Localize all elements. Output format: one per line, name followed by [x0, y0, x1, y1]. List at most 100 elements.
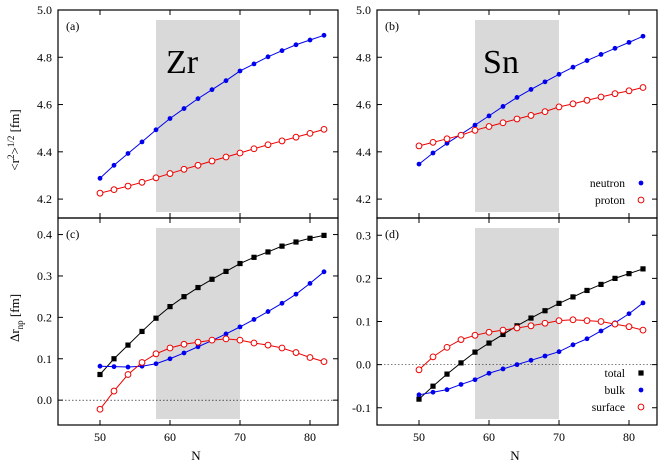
- data-point-total: [195, 284, 201, 291]
- data-point-proton: [415, 142, 423, 150]
- y-tick-label: 4.4: [356, 145, 371, 159]
- data-point-total: [472, 349, 478, 355]
- data-point-proton: [152, 174, 160, 182]
- data-point-neutron: [486, 113, 492, 119]
- data-point-surface: [429, 353, 437, 361]
- y-tick-label: 0.1: [356, 315, 371, 329]
- data-point-neutron: [167, 116, 173, 121]
- data-point-neutron: [265, 54, 271, 60]
- data-point-total: [542, 308, 548, 314]
- data-point-bulk: [514, 362, 520, 368]
- data-point-surface: [443, 343, 451, 351]
- data-point-neutron: [598, 52, 604, 57]
- data-point-total: [430, 383, 436, 389]
- data-point-neutron: [251, 61, 257, 67]
- data-point-bulk: [430, 389, 436, 395]
- data-point-bulk: [486, 370, 492, 376]
- data-point-surface: [250, 339, 258, 347]
- y-tick-label: 5.0: [356, 3, 371, 17]
- y-axis-label-delta-rnp: Δrnp [fm]: [7, 294, 25, 342]
- y-tick-label: 4.8: [37, 50, 52, 64]
- shaded-region: [156, 20, 240, 212]
- data-point-bulk: [181, 350, 187, 356]
- data-point-neutron: [97, 175, 103, 181]
- data-point-neutron: [125, 151, 131, 156]
- x-tick-label: 60: [483, 430, 495, 444]
- data-point-proton: [541, 108, 549, 116]
- data-point-bulk: [195, 344, 201, 350]
- data-point-surface: [513, 324, 521, 332]
- data-point-proton: [457, 131, 465, 139]
- data-point-proton: [527, 112, 535, 119]
- data-point-neutron: [153, 127, 159, 133]
- y-tick-label: -0.1: [352, 401, 371, 415]
- data-point-proton: [485, 123, 493, 130]
- data-point-neutron: [321, 32, 327, 38]
- data-point-bulk: [640, 300, 646, 306]
- panel-label: (c): [66, 227, 79, 241]
- data-point-total: [570, 294, 576, 300]
- data-point-total: [237, 260, 243, 267]
- data-point-total: [321, 232, 327, 238]
- data-point-total: [111, 356, 117, 362]
- x-tick-label: 70: [553, 430, 565, 444]
- data-point-total: [528, 315, 534, 321]
- data-point-proton: [639, 84, 647, 91]
- y-tick-label: 4.6: [37, 98, 52, 112]
- data-point-proton: [597, 93, 605, 101]
- data-point-bulk: [472, 377, 478, 383]
- data-point-neutron: [626, 39, 632, 45]
- data-point-surface: [569, 316, 577, 324]
- data-point-total: [125, 342, 131, 348]
- panel-label: (b): [385, 19, 399, 33]
- data-point-total: [265, 249, 271, 255]
- data-point-surface: [292, 349, 300, 356]
- data-point-surface: [527, 322, 535, 330]
- data-point-bulk: [598, 328, 604, 334]
- y-tick-label: 4.2: [37, 192, 52, 206]
- data-point-surface: [264, 341, 272, 349]
- data-point-neutron: [416, 161, 422, 167]
- shaded-region: [156, 228, 240, 419]
- y-tick-label: 0.1: [37, 352, 52, 366]
- legend-marker-neutron: [638, 180, 644, 186]
- data-point-neutron: [209, 87, 215, 93]
- data-point-bulk: [570, 342, 576, 348]
- data-point-total: [181, 294, 187, 300]
- data-point-bulk: [500, 366, 506, 372]
- y-tick-label: 4.6: [356, 98, 371, 112]
- data-point-proton: [166, 170, 174, 177]
- y-tick-label: 0.2: [37, 310, 52, 324]
- data-point-bulk: [223, 331, 229, 337]
- x-tick-label: 50: [94, 430, 106, 444]
- data-point-proton: [96, 189, 104, 197]
- data-point-surface: [166, 344, 174, 352]
- legend-label: total: [605, 368, 625, 380]
- data-point-surface: [555, 317, 563, 325]
- data-point-surface: [625, 323, 633, 331]
- data-point-total: [556, 300, 562, 306]
- x-tick-label: 80: [623, 430, 635, 444]
- data-point-bulk: [237, 324, 243, 330]
- data-point-surface: [320, 358, 328, 366]
- y-tick-label: 0.3: [37, 269, 52, 283]
- data-point-total: [209, 276, 215, 282]
- element-label: Zr: [166, 44, 199, 81]
- data-point-total: [612, 275, 618, 281]
- legend-marker-bulk: [638, 387, 644, 393]
- data-point-bulk: [458, 382, 464, 387]
- data-point-proton: [569, 100, 577, 108]
- data-point-neutron: [640, 33, 646, 39]
- legend-label: surface: [592, 402, 625, 414]
- data-point-proton: [278, 137, 286, 145]
- y-tick-label: 4.8: [356, 50, 371, 64]
- data-point-neutron: [570, 64, 576, 70]
- data-point-surface: [236, 336, 244, 344]
- data-point-total: [153, 315, 159, 321]
- y-tick-label: 4.4: [37, 145, 52, 159]
- data-point-neutron: [584, 58, 590, 63]
- data-point-bulk: [265, 309, 271, 314]
- data-point-bulk: [626, 311, 632, 317]
